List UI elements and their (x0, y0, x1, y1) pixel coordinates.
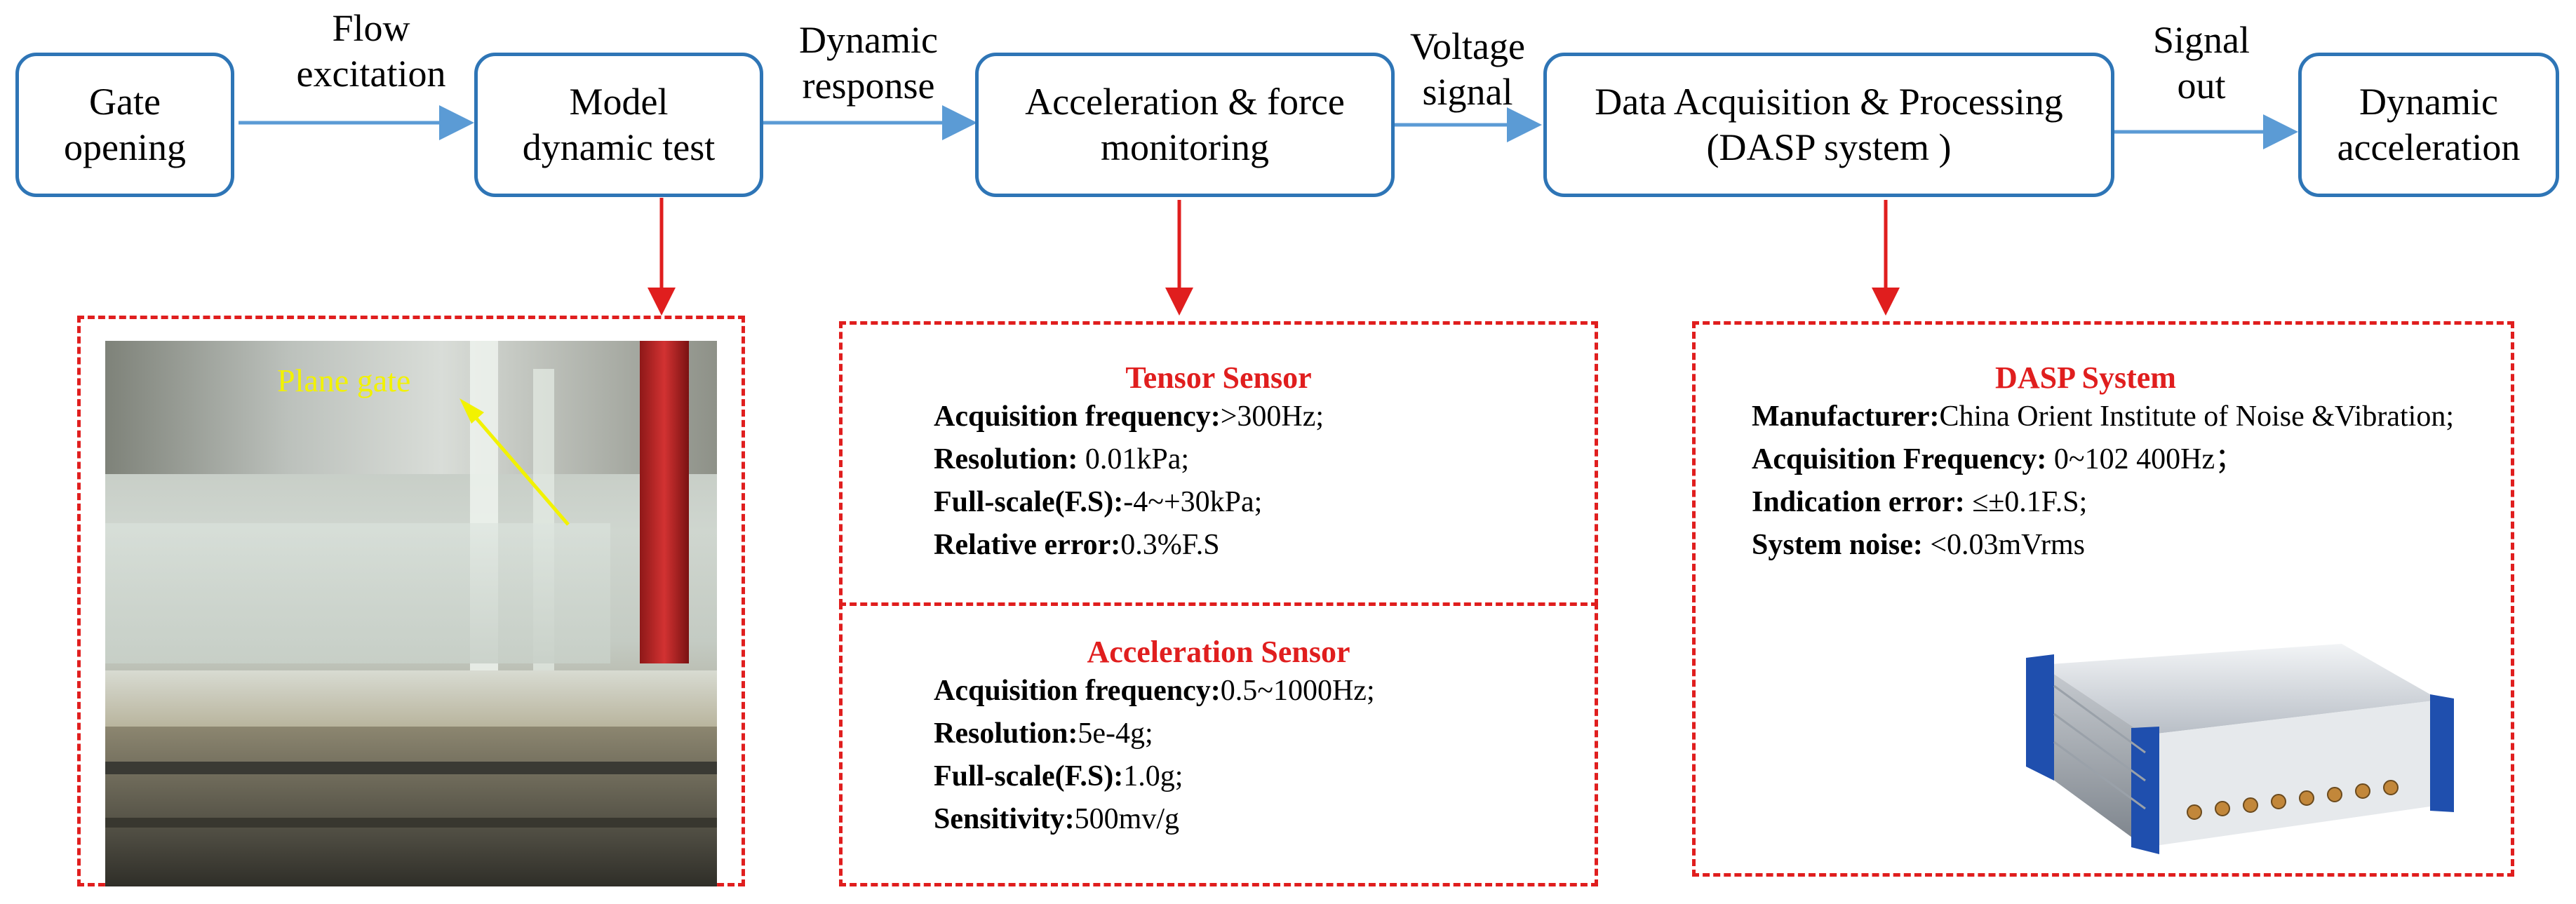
photo-stripe (105, 818, 717, 828)
node-line: monitoring (1100, 126, 1269, 168)
node-line: opening (64, 126, 186, 168)
photo-stripe (105, 762, 717, 774)
spec-value: -4~+30kPa; (1123, 485, 1263, 518)
node-gate-opening: Gate opening (15, 53, 234, 197)
edge-label-line: excitation (296, 52, 446, 95)
node-model-dynamic-test: Model dynamic test (474, 53, 763, 197)
photo-base (105, 727, 717, 886)
edge-label-dynamic-response: Dynamic response (756, 18, 981, 109)
edge-label-line: out (2177, 64, 2226, 107)
spec-row: Resolution: 0.01kPa; (934, 438, 1595, 481)
edge-label-line: Dynamic (799, 19, 938, 61)
acceleration-sensor-panel: Acceleration Sensor Acquisition frequenc… (839, 602, 1598, 886)
dasp-device-image (2026, 644, 2454, 854)
device-blue-bumper-front (2131, 727, 2159, 854)
device-groove (2053, 684, 2146, 754)
edge-label-line: Flow (332, 7, 410, 49)
device-body-top (2040, 644, 2440, 735)
photo-water (105, 523, 610, 663)
node-line: dynamic test (522, 126, 716, 168)
dasp-system-panel: DASP System Manufacturer:China Orient In… (1692, 321, 2514, 877)
tensor-sensor-panel: Tensor Sensor Acquisition frequency:>300… (839, 321, 1598, 606)
spec-value: 500mv/g (1074, 802, 1180, 835)
spec-label: Acquisition Frequency: (1752, 443, 2047, 475)
acceleration-sensor-title: Acceleration Sensor (1087, 635, 1350, 669)
edge-label-signal-out: Signal out (2089, 18, 2314, 109)
spec-row: Relative error:0.3%F.S (934, 524, 1595, 567)
plane-gate-label: Plane gate (277, 363, 411, 398)
spec-label: Sensitivity: (934, 802, 1075, 835)
device-blue-bumper-left (2026, 654, 2054, 781)
edge-label-flow-excitation: Flow excitation (259, 6, 483, 97)
node-dynamic-acceleration: Dynamic acceleration (2298, 53, 2559, 197)
spec-row: Acquisition frequency:0.5~1000Hz; (934, 670, 1595, 713)
spec-label: Full-scale(F.S): (934, 760, 1124, 792)
tensor-sensor-title: Tensor Sensor (1125, 360, 1312, 395)
spec-label: Manufacturer: (1752, 400, 1940, 433)
spec-row: Full-scale(F.S):-4~+30kPa; (934, 481, 1595, 524)
spec-value: <0.03mVrms (1922, 528, 2085, 561)
plane-gate-pointer (459, 398, 570, 526)
node-acceleration-force-monitoring: Acceleration & force monitoring (975, 53, 1395, 197)
node-line: Dynamic (2359, 81, 2498, 123)
node-line: (DASP system ) (1706, 126, 1952, 168)
spec-value: ≤±0.1F.S; (1964, 485, 2088, 518)
spec-row: Indication error: ≤±0.1F.S; (1752, 481, 2467, 524)
spec-row: Acquisition frequency:>300Hz; (934, 396, 1595, 438)
edge-label-voltage-signal: Voltage signal (1355, 24, 1580, 115)
spec-value: 0.3%F.S (1120, 528, 1220, 561)
spec-value: >300Hz; (1220, 400, 1324, 433)
spec-value: 1.0g; (1123, 760, 1183, 792)
spec-row: System noise: <0.03mVrms (1752, 524, 2467, 567)
spec-label: Resolution: (934, 717, 1078, 750)
dasp-system-title: DASP System (1995, 360, 2176, 395)
edge-label-line: Voltage (1410, 25, 1525, 67)
spec-value: China Orient Institute of Noise &Vibrati… (1939, 400, 2455, 433)
photo-wall (105, 341, 717, 474)
device-connectors (2187, 780, 2399, 820)
node-line: acceleration (2337, 126, 2521, 168)
spec-label: Full-scale(F.S): (934, 485, 1124, 518)
device-body-side (2040, 665, 2145, 847)
spec-label: Relative error: (934, 528, 1121, 561)
edge-label-line: Signal (2152, 19, 2250, 61)
photo-channel-floor (105, 670, 717, 727)
edge-label-line: signal (1422, 70, 1513, 113)
spec-value: 0.5~1000Hz; (1220, 675, 1375, 707)
spec-row: Resolution:5e-4g; (934, 713, 1595, 755)
device-groove (2053, 741, 2146, 810)
spec-row: Full-scale(F.S):1.0g; (934, 755, 1595, 798)
dasp-spec-list: Manufacturer:China Orient Institute of N… (1752, 396, 2467, 567)
spec-row: Acquisition Frequency: 0~102 400Hz； (1752, 438, 2467, 481)
spec-label: Acquisition frequency: (934, 675, 1221, 707)
spec-label: Acquisition frequency: (934, 400, 1221, 433)
tensor-spec-list: Acquisition frequency:>300Hz; Resolution… (934, 396, 1595, 567)
spec-value: 0~102 400Hz； (2046, 443, 2245, 475)
device-groove (2053, 713, 2146, 782)
spec-label: Indication error: (1752, 485, 1965, 518)
acceleration-spec-list: Acquisition frequency:0.5~1000Hz; Resolu… (934, 670, 1595, 841)
spec-label: Resolution: (934, 443, 1078, 475)
spec-value: 0.01kPa; (1078, 443, 1190, 475)
photo-red-column (640, 341, 689, 663)
node-data-acquisition-processing: Data Acquisition & Processing (DASP syst… (1543, 53, 2114, 197)
model-test-photo: Plane gate (105, 341, 717, 886)
spec-value: 5e-4g; (1078, 717, 1153, 750)
spec-label: System noise: (1752, 528, 1923, 561)
spec-row: Manufacturer:China Orient Institute of N… (1752, 396, 2467, 438)
device-blue-bumper-right (2430, 694, 2454, 812)
node-line: Data Acquisition & Processing (1595, 81, 2063, 123)
node-line: Acceleration & force (1025, 81, 1345, 123)
spec-row: Sensitivity:500mv/g (934, 798, 1595, 841)
node-line: Gate (89, 81, 161, 123)
node-line: Model (569, 81, 669, 123)
edge-label-line: response (802, 64, 935, 107)
